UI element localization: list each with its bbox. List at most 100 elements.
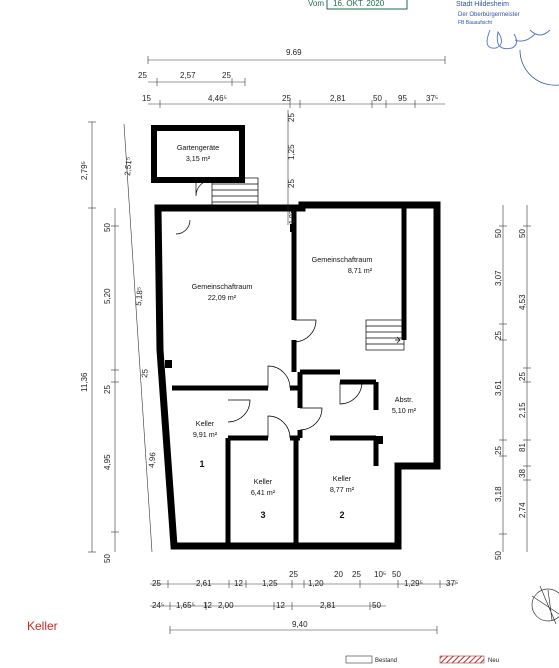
dim-right-outer-f: 38 [518, 469, 527, 478]
dim-bot-r1-b: 2,61 [196, 579, 212, 588]
dim-bot-r2-c: 12 [203, 601, 212, 610]
dim-bot-r1-c: 12 [234, 579, 243, 588]
dim-right-inner-e: 25 [494, 446, 503, 455]
dim-top-r2-b: 4,46⁵ [208, 94, 227, 103]
room-keller2-number: 2 [339, 510, 344, 520]
room-keller1-name: Keller [196, 419, 215, 428]
dim-top-r2-e: 50 [373, 94, 382, 103]
dim-left-diag-d: 4,96 [147, 451, 157, 468]
dim-right-inner-d: 3,61 [494, 380, 503, 396]
building-walls [151, 125, 441, 550]
floor-label: Keller [27, 619, 58, 633]
room-abstr-area: 5,10 m² [392, 406, 417, 415]
wall-shed [151, 125, 245, 183]
column-2 [376, 436, 383, 444]
dim-bot-r1-l: 37⁵ [446, 579, 458, 588]
dim-right-outer-d: 2,15 [518, 402, 527, 418]
dim-bot-r2-e: 12 [276, 601, 285, 610]
north-arrow-icon [531, 585, 559, 625]
dim-bot-r2-f: 2,81 [320, 601, 336, 610]
dim-right-outer-b: 4,53 [518, 294, 527, 310]
dim-int-c: 25 [287, 179, 296, 188]
seal-arc [519, 49, 559, 86]
room-keller2-name: Keller [333, 474, 352, 483]
dim-left-diag-b: 5,18⁵ [134, 287, 145, 307]
dim-right-outer-c: 25 [518, 372, 527, 381]
bottom-dimensions [150, 580, 456, 634]
room-gemeinschaft-gross-name: Gemeinschaftraum [192, 282, 253, 291]
internal-dimensions: 25 1,25 25 1,03 [287, 110, 296, 225]
column-3 [290, 224, 296, 232]
room-labels: Gartengeräte 3,15 m² Gemeinschaftraum 22… [177, 143, 417, 520]
room-gemeinschaft-gross-area: 22,09 m² [208, 293, 237, 302]
dim-int-d: 1,03 [289, 210, 296, 224]
dim-bot-r2-a: 24⁵ [152, 601, 164, 610]
dim-left-inner-e: 50 [103, 554, 112, 563]
legend: Bestand Neu [345, 655, 499, 664]
approval-stamp: Vom 16. OKT. 2020 Stadt Hildesheim Der O… [308, 0, 559, 86]
dim-left-inner-a: 50 [103, 223, 112, 232]
dim-right-inner-c: 25 [494, 331, 503, 340]
room-gemeinschaft-klein-name: Gemeinschaftraum [312, 255, 373, 264]
stamp-date: 16. OKT. 2020 [333, 0, 385, 8]
room-gemeinschaft-klein-area: 8,71 m² [348, 266, 373, 275]
dim-left-diag-c: 25 [140, 368, 150, 378]
dim-left-outer-a: 2,79⁵ [80, 161, 89, 180]
dim-bot-r1-e: 25 [289, 570, 298, 579]
dim-bot-r1-h: 25 [352, 570, 361, 579]
dim-int-b: 1,25 [287, 144, 296, 160]
dim-left-inner-c: 25 [103, 385, 112, 394]
top-dimensions [147, 56, 446, 108]
legend-neu-swatch [439, 655, 485, 664]
room-keller1-number: 1 [199, 459, 204, 469]
dim-left-inner-b: 5,20 [103, 288, 112, 304]
dim-right-inner-b: 3,07 [494, 270, 503, 286]
dim-top-r1-c: 25 [222, 71, 231, 80]
room-keller3-area: 6,41 m² [251, 488, 276, 497]
dim-bot-r2-g: 50 [372, 601, 381, 610]
dim-right-outer-e: 81 [518, 443, 527, 452]
legend-bestand-label: Bestand [375, 658, 397, 664]
right-dimensions [499, 205, 531, 552]
dim-bot-r1-f: 1,20 [308, 579, 324, 588]
dim-top-r2-a: 15 [142, 94, 151, 103]
dim-left-diag-a: 2,51⁵ [123, 157, 134, 177]
dim-bot-r1-d: 1,25 [262, 579, 278, 588]
dim-top-r2-g: 37⁵ [426, 94, 438, 103]
dim-bot-r2-d: 2,00 [218, 601, 234, 610]
dim-bot-r1-i: 10⁵ [374, 570, 386, 579]
dim-left-outer-b: 11,36 [80, 372, 89, 392]
dim-bot-r2-b: 1,65⁵ [176, 601, 195, 610]
dim-left-inner-d: 4,95 [103, 454, 112, 470]
dim-top-r2-d: 2,81 [330, 94, 346, 103]
room-abstr-name: Abstr. [395, 395, 413, 404]
room-gartengeraete-area: 3,15 m² [186, 154, 211, 163]
room-keller1-area: 9,91 m² [193, 430, 218, 439]
stamp-date-prefix: Vom [308, 0, 324, 8]
dim-right-inner-a: 50 [494, 229, 503, 238]
dim-right-inner-f: 3,18 [494, 486, 503, 502]
room-gartengeraete-name: Gartengeräte [177, 143, 219, 152]
stamp-authority-1: Stadt Hildesheim [456, 1, 509, 8]
column-1 [165, 360, 172, 368]
dim-right-outer-a: 50 [518, 229, 527, 238]
dim-bot-r1-a: 25 [152, 579, 161, 588]
dim-bot-r1-g: 20 [334, 570, 343, 579]
dim-top-r2-f: 95 [398, 94, 407, 103]
dim-top-r2-c: 25 [282, 94, 291, 103]
dim-right-outer-g: 2,74 [518, 502, 527, 518]
stamp-authority-3: FB Bauaufsicht [458, 20, 493, 26]
room-keller3-name: Keller [254, 477, 273, 486]
dim-top-total: 9.69 [286, 48, 302, 57]
dim-bot-r1-j: 50 [392, 570, 401, 579]
legend-neu-label: Neu [488, 658, 499, 664]
dim-bot-r1-k: 1,29⁵ [404, 579, 423, 588]
stamp-authority-2: Der Oberbürgermeister [458, 12, 520, 18]
doors [175, 179, 363, 439]
left-dimensions [88, 121, 153, 553]
wall-interior [172, 205, 407, 546]
dim-bot-total: 9,40 [292, 620, 308, 629]
room-keller3-number: 3 [260, 510, 265, 520]
signature [486, 29, 551, 50]
